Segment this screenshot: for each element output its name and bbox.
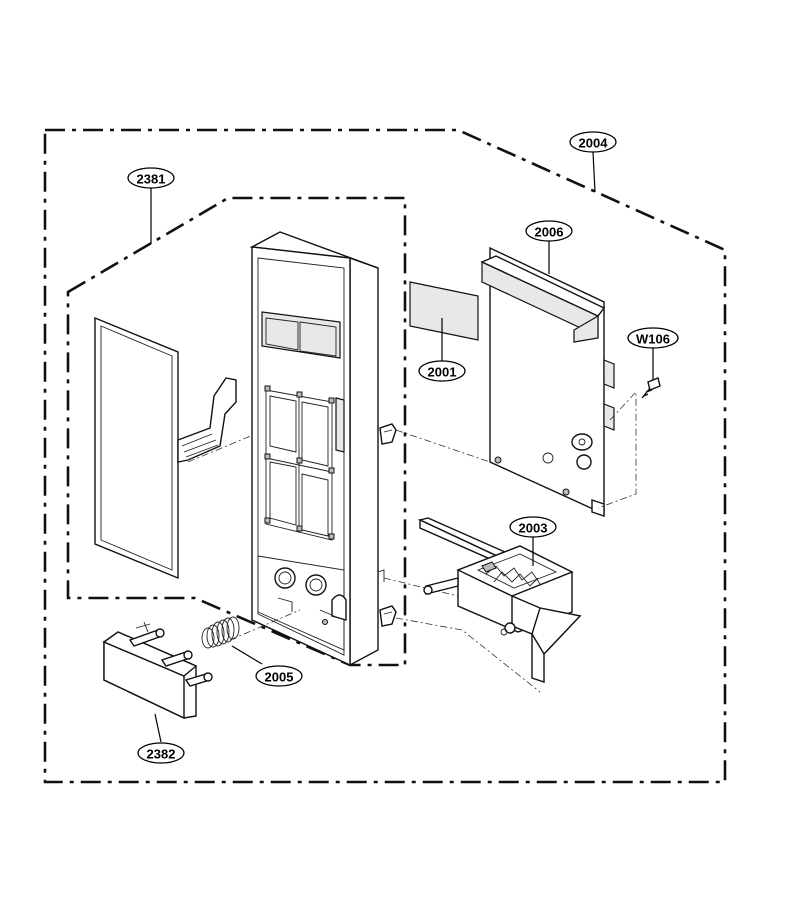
keypad-grid [264, 385, 335, 541]
callout-label-w106: W106 [636, 332, 670, 347]
callout-2382: 2382 [137, 742, 185, 764]
callout-2001: 2001 [418, 360, 466, 382]
callout-2004: 2004 [569, 131, 617, 153]
leader-2004 [592, 151, 596, 193]
callout-2003: 2003 [509, 516, 557, 538]
callout-label-2001: 2001 [428, 365, 457, 380]
callout-2006: 2006 [525, 220, 573, 242]
pcb-board-2006 [480, 246, 637, 517]
assembly-boundary-2004 [43, 128, 727, 784]
callout-2005: 2005 [255, 665, 303, 687]
spring-2005 [201, 616, 240, 649]
callout-label-2005: 2005 [265, 670, 294, 685]
callout-label-2006: 2006 [535, 225, 564, 240]
callout-w106: W106 [627, 327, 679, 349]
door-button-2382 [102, 621, 213, 720]
leader-2382 [154, 713, 162, 743]
control-panel-frame [249, 231, 397, 667]
callout-label-2381: 2381 [137, 172, 166, 187]
assembly-boundary-2381 [66, 196, 407, 667]
membrane-keypad-sheet [94, 316, 266, 580]
callout-label-2382: 2382 [147, 747, 176, 762]
callout-label-2003: 2003 [519, 521, 548, 536]
callout-2381: 2381 [127, 167, 175, 189]
door-button-mechanism-2003 [417, 517, 582, 683]
display-window-label-2001 [409, 281, 479, 341]
callout-label-2004: 2004 [579, 136, 609, 151]
screw-w106 [641, 377, 661, 399]
leader-2005 [231, 645, 263, 665]
